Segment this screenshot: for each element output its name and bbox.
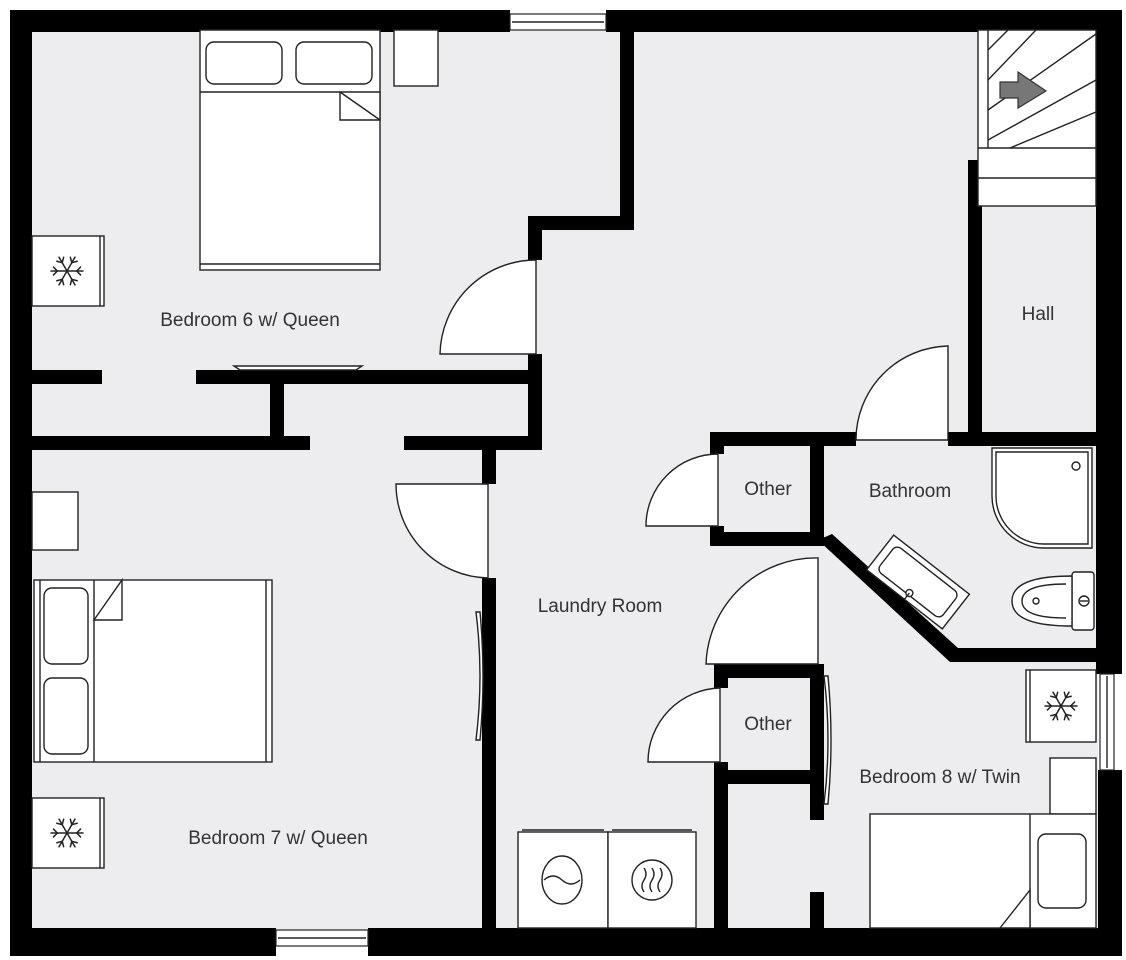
stairs-arrow-icon xyxy=(999,70,1048,110)
interior-walls xyxy=(28,28,1098,932)
windows xyxy=(275,13,1115,947)
room-label-laundry-room: Laundry Room xyxy=(538,596,663,617)
sliding-doors xyxy=(231,365,832,805)
door-other-lower xyxy=(647,687,721,763)
room-label-bedroom-7: Bedroom 7 w/ Queen xyxy=(188,828,368,849)
snowflake-icon xyxy=(1044,691,1078,721)
outer-walls xyxy=(10,10,1122,956)
room-label-bathroom: Bathroom xyxy=(869,481,951,502)
door-bedroom6 xyxy=(439,259,537,355)
twin-bed-bedroom8 xyxy=(869,813,1097,929)
washer-icon xyxy=(517,829,609,929)
door-bathroom xyxy=(855,345,949,441)
room-label-other-upper: Other xyxy=(744,479,792,500)
dryer-icon xyxy=(607,829,697,929)
snowflake-icon xyxy=(50,256,84,286)
nightstand xyxy=(31,491,79,551)
sink-icon xyxy=(865,534,971,630)
door-other-upper xyxy=(645,453,719,527)
shower-icon xyxy=(991,447,1093,549)
snowflake-icon xyxy=(50,818,84,848)
door-bedroom7 xyxy=(395,483,489,579)
queen-bed-bedroom7 xyxy=(33,577,273,763)
door-bedroom8 xyxy=(705,557,819,665)
room-label-bedroom-6: Bedroom 6 w/ Queen xyxy=(160,310,340,331)
doors xyxy=(395,259,949,763)
queen-bed-bedroom6 xyxy=(199,29,381,271)
room-label-other-lower: Other xyxy=(744,714,792,735)
nightstand xyxy=(393,29,439,87)
room-label-hall: Hall xyxy=(1022,304,1055,325)
stairs xyxy=(977,29,1097,207)
toilet-icon xyxy=(1011,571,1095,631)
floor-area xyxy=(28,28,1098,932)
nightstand xyxy=(1049,757,1097,815)
room-label-bedroom-8: Bedroom 8 w/ Twin xyxy=(859,767,1020,788)
